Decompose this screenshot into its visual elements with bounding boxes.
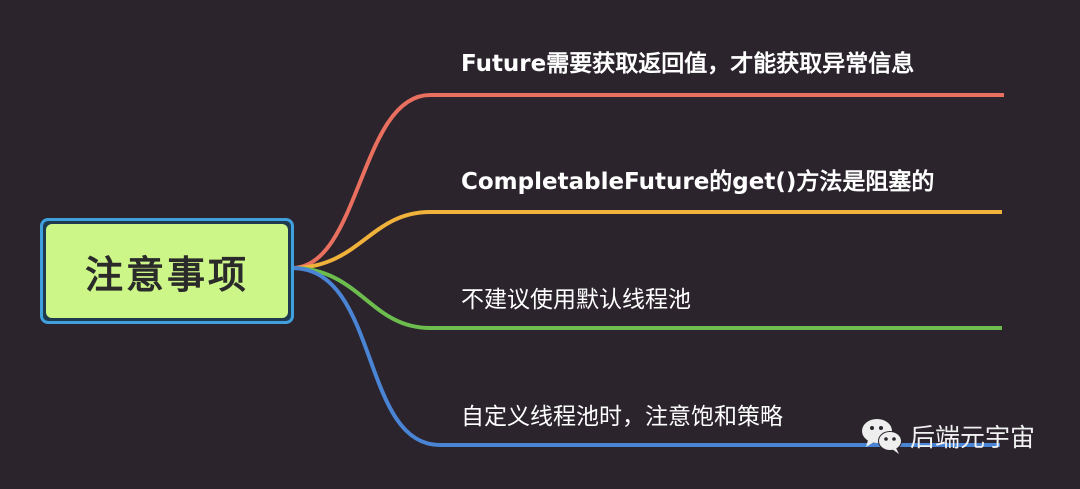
branch-line-2 (291, 210, 1002, 270)
wechat-icon (862, 419, 902, 454)
watermark: 后端元宇宙 (860, 416, 1035, 456)
root-node[interactable]: 注意事项 (40, 218, 294, 324)
branch-line-4 (291, 266, 1000, 447)
watermark-text: 后端元宇宙 (910, 423, 1036, 452)
branch-label-2[interactable]: CompletableFuture的get()方法是阻塞的 (461, 169, 935, 195)
root-node-label: 注意事项 (46, 224, 288, 318)
branch-line-3 (291, 266, 1002, 330)
branch-line-1 (291, 93, 1004, 270)
branch-label-3[interactable]: 不建议使用默认线程池 (461, 287, 691, 313)
branch-label-1[interactable]: Future需要获取返回值，才能获取异常信息 (461, 51, 915, 77)
branch-label-4[interactable]: 自定义线程池时，注意饱和策略 (461, 404, 783, 430)
